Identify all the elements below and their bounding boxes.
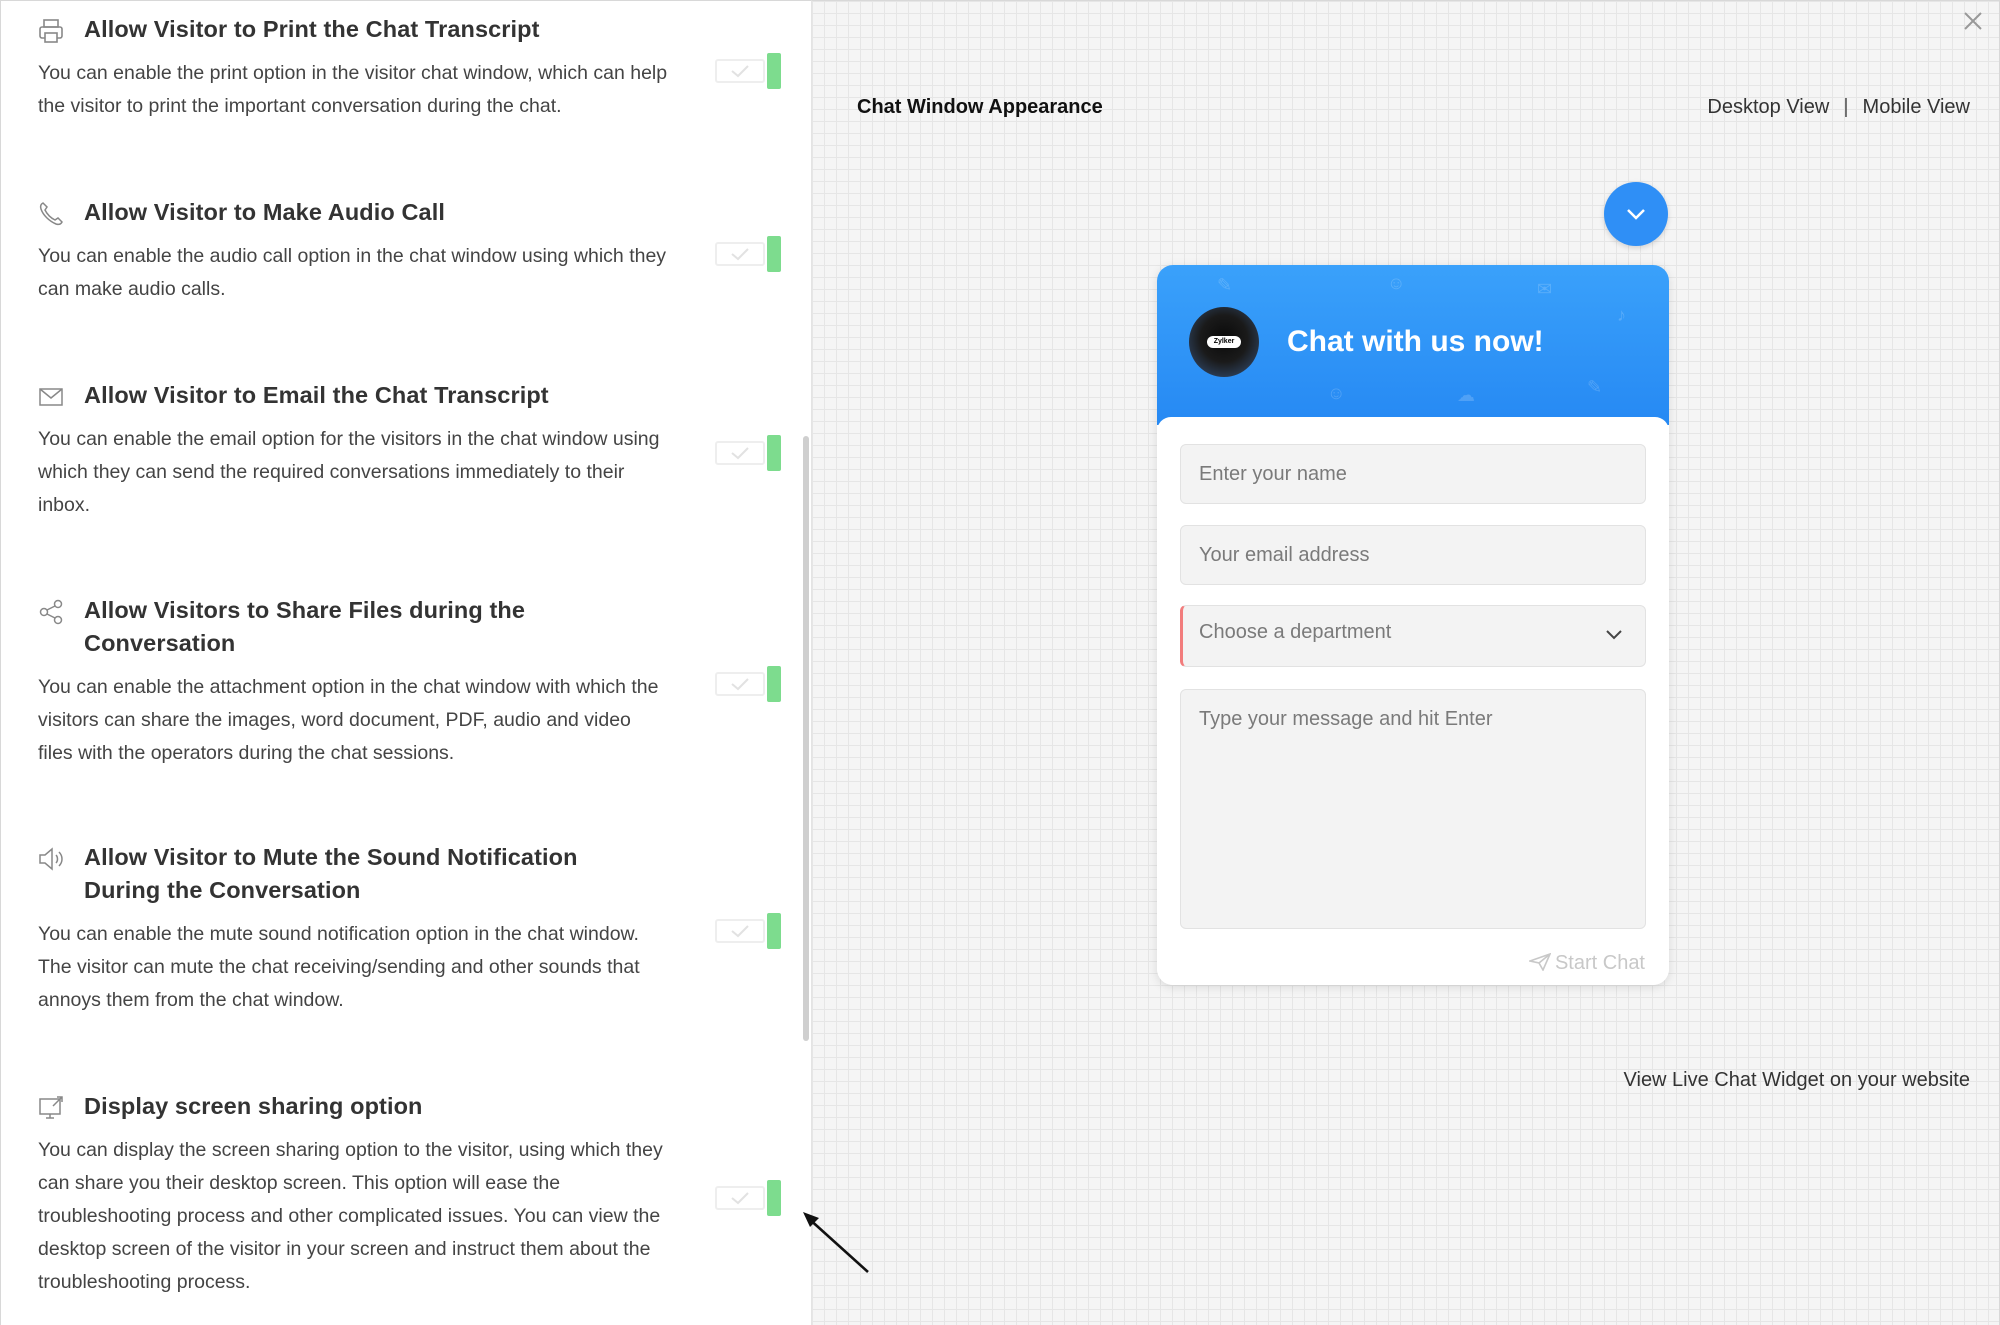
audio-call-toggle[interactable] [715, 236, 781, 272]
screen-sharing-toggle[interactable] [715, 1180, 781, 1216]
share-files-toggle[interactable] [715, 666, 781, 702]
setting-description: You can enable the attachment option in … [38, 676, 659, 764]
start-chat-label: Start Chat [1554, 952, 1645, 974]
mute-sound-toggle[interactable] [715, 913, 781, 949]
email-input[interactable] [1180, 525, 1646, 585]
chat-heading: Chat with us now! [1287, 325, 1544, 358]
toggle-track [715, 672, 765, 696]
toggle-knob [767, 236, 781, 272]
setting-title: Display screen sharing option [84, 1093, 423, 1119]
view-live-widget-link[interactable]: View Live Chat Widget on your website [1623, 1069, 1970, 1091]
toggle-track [715, 919, 765, 943]
toggle-track [715, 242, 765, 266]
setting-description: You can display the screen sharing optio… [38, 1139, 663, 1293]
chat-widget-preview: ✎ ☺ ✉ ♪ ☺ ✎ ☁ Zylker Chat with us now! C… [1157, 265, 1669, 985]
envelope-icon [37, 383, 65, 411]
toggle-knob [767, 1180, 781, 1216]
desktop-view-link[interactable]: Desktop View [1707, 96, 1830, 118]
check-icon [731, 248, 749, 261]
setting-title: Allow Visitor to Email the Chat Transcri… [84, 382, 549, 408]
setting-title: Allow Visitor to Print the Chat Transcri… [84, 16, 540, 42]
printer-icon [37, 17, 65, 45]
setting-description: You can enable the print option in the v… [38, 62, 668, 117]
close-icon[interactable] [1962, 10, 1984, 32]
toggle-knob [767, 913, 781, 949]
toggle-knob [767, 666, 781, 702]
annotation-arrow [803, 1212, 869, 1273]
check-icon [731, 1192, 749, 1205]
phone-icon [37, 200, 65, 228]
check-icon [731, 65, 749, 78]
name-input[interactable] [1180, 444, 1646, 504]
setting-description: You can enable the email option for the … [38, 428, 660, 516]
check-icon [731, 447, 749, 460]
chat-header: ✎ ☺ ✉ ♪ ☺ ✎ ☁ Zylker Chat with us now! [1157, 265, 1669, 425]
brand-avatar: Zylker [1189, 307, 1259, 377]
setting-description: You can enable the mute sound notificati… [38, 923, 640, 1011]
toggle-knob [767, 435, 781, 471]
screen-share-icon [37, 1094, 65, 1122]
preview-title: Chat Window Appearance [857, 96, 1103, 118]
email-transcript-toggle[interactable] [715, 435, 781, 471]
check-icon [731, 925, 749, 938]
speaker-icon [37, 845, 65, 873]
toggle-track [715, 1186, 765, 1210]
setting-title: Allow Visitors to Share Files during the… [84, 597, 525, 656]
view-switch: Desktop View | Mobile View [1707, 96, 1970, 119]
send-icon [1527, 952, 1552, 972]
chevron-down-icon [1606, 630, 1622, 640]
message-input[interactable] [1180, 689, 1646, 929]
check-icon [731, 678, 749, 691]
setting-title: Allow Visitor to Mute the Sound Notifica… [84, 844, 578, 903]
toggle-knob [767, 53, 781, 89]
chat-form: Choose a department Start Chat [1157, 417, 1669, 985]
share-icon [37, 598, 65, 626]
setting-description: You can enable the audio call option in … [38, 245, 667, 300]
view-separator: | [1843, 96, 1849, 118]
toggle-track [715, 441, 765, 465]
department-placeholder: Choose a department [1199, 621, 1392, 643]
scrollbar[interactable] [803, 436, 809, 1041]
toggle-track [715, 59, 765, 83]
chevron-down-icon [1627, 209, 1645, 220]
mobile-view-link[interactable]: Mobile View [1862, 96, 1970, 118]
setting-title: Allow Visitor to Make Audio Call [84, 199, 445, 225]
minimize-button[interactable] [1604, 182, 1668, 246]
print-transcript-toggle[interactable] [715, 53, 781, 89]
brand-logo: Zylker [1207, 336, 1241, 348]
settings-panel: Allow Visitor to Print the Chat Transcri… [0, 0, 812, 1325]
department-select[interactable]: Choose a department [1180, 605, 1646, 667]
start-chat-button[interactable]: Start Chat [1527, 952, 1645, 975]
